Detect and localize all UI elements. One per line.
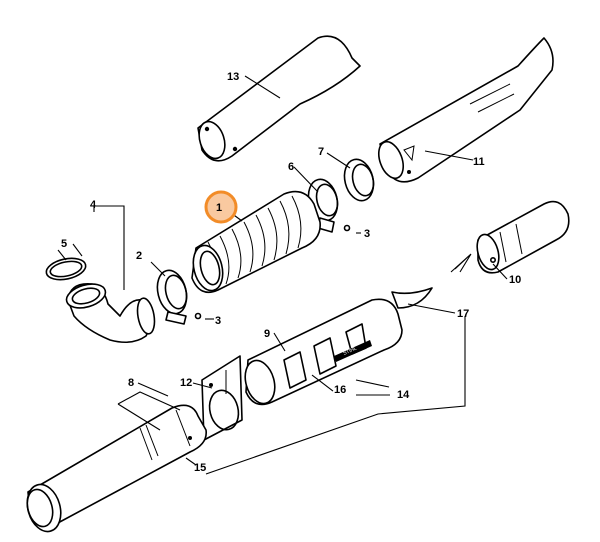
callout-11[interactable]: 11 <box>473 156 485 168</box>
highlight-marker <box>204 190 238 224</box>
callout-1[interactable]: 1 <box>216 202 222 214</box>
callout-3a[interactable]: 3 <box>215 315 221 327</box>
callout-3b[interactable]: 3 <box>364 228 370 240</box>
brand-mark: STIHL <box>342 345 358 356</box>
callout-9[interactable]: 9 <box>264 328 270 340</box>
part-1-corrugated-hose <box>191 190 321 294</box>
callout-17[interactable]: 17 <box>457 308 469 320</box>
callout-14[interactable]: 14 <box>397 389 410 401</box>
part-12-bracket <box>201 355 243 441</box>
callout-6[interactable]: 6 <box>288 161 294 173</box>
part-7-ring <box>343 158 375 202</box>
part-13-curved-tube <box>197 35 361 162</box>
part-10-nozzle <box>476 200 570 274</box>
callout-5[interactable]: 5 <box>61 238 67 250</box>
part-15-lower-tube <box>26 404 207 533</box>
callout-8[interactable]: 8 <box>128 377 134 389</box>
part-17-clip <box>391 287 433 309</box>
callout-16[interactable]: 16 <box>334 384 346 396</box>
part-14-middle-tube: STIHL <box>244 298 403 406</box>
callout-10[interactable]: 10 <box>509 274 521 286</box>
callout-4[interactable]: 4 <box>90 199 97 211</box>
part-2-hose-clamp <box>156 269 202 325</box>
callout-13[interactable]: 13 <box>227 71 239 83</box>
part-11-nozzle-tube <box>377 37 554 183</box>
part-5-o-ring <box>45 257 87 281</box>
callout-12[interactable]: 12 <box>180 377 192 389</box>
callout-15[interactable]: 15 <box>194 462 206 474</box>
callout-labels: 1 2 3 3 4 5 6 7 8 9 10 11 12 13 14 15 16… <box>61 71 521 474</box>
callout-7[interactable]: 7 <box>318 146 324 158</box>
callout-2[interactable]: 2 <box>136 250 142 262</box>
part-4-elbow <box>65 283 156 344</box>
